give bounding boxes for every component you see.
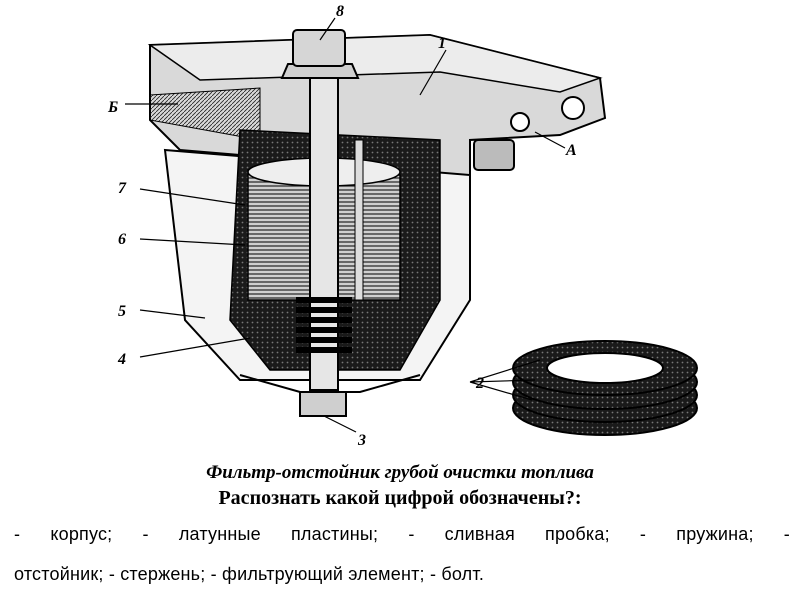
callout-8: 8 [336,3,344,20]
callout-4: 4 [117,351,126,368]
callout-a: А [565,142,577,159]
callout-6: 6 [118,231,126,248]
callout-3: 3 [357,432,366,449]
callout-1: 1 [438,35,446,52]
callout-leaders [125,17,566,433]
callout-2: 2 [475,375,484,392]
callout-5: 5 [118,303,126,320]
figure-title: Фильтр-отстойник грубой очистки топлива [206,462,594,483]
callout-7: 7 [118,180,127,197]
callout-b: Б [107,99,118,116]
question-text: Распознать какой цифрой обозначены?: [218,487,582,509]
parts-list-line-2: отстойник; - стержень; - фильтрующий эле… [14,564,485,584]
brass-plates [512,340,698,436]
filter-head [147,33,607,207]
drain-plug [299,391,347,417]
spring [296,297,352,353]
parts-list-line-1: - корпус; - латунные пластины; - сливная… [14,524,790,544]
